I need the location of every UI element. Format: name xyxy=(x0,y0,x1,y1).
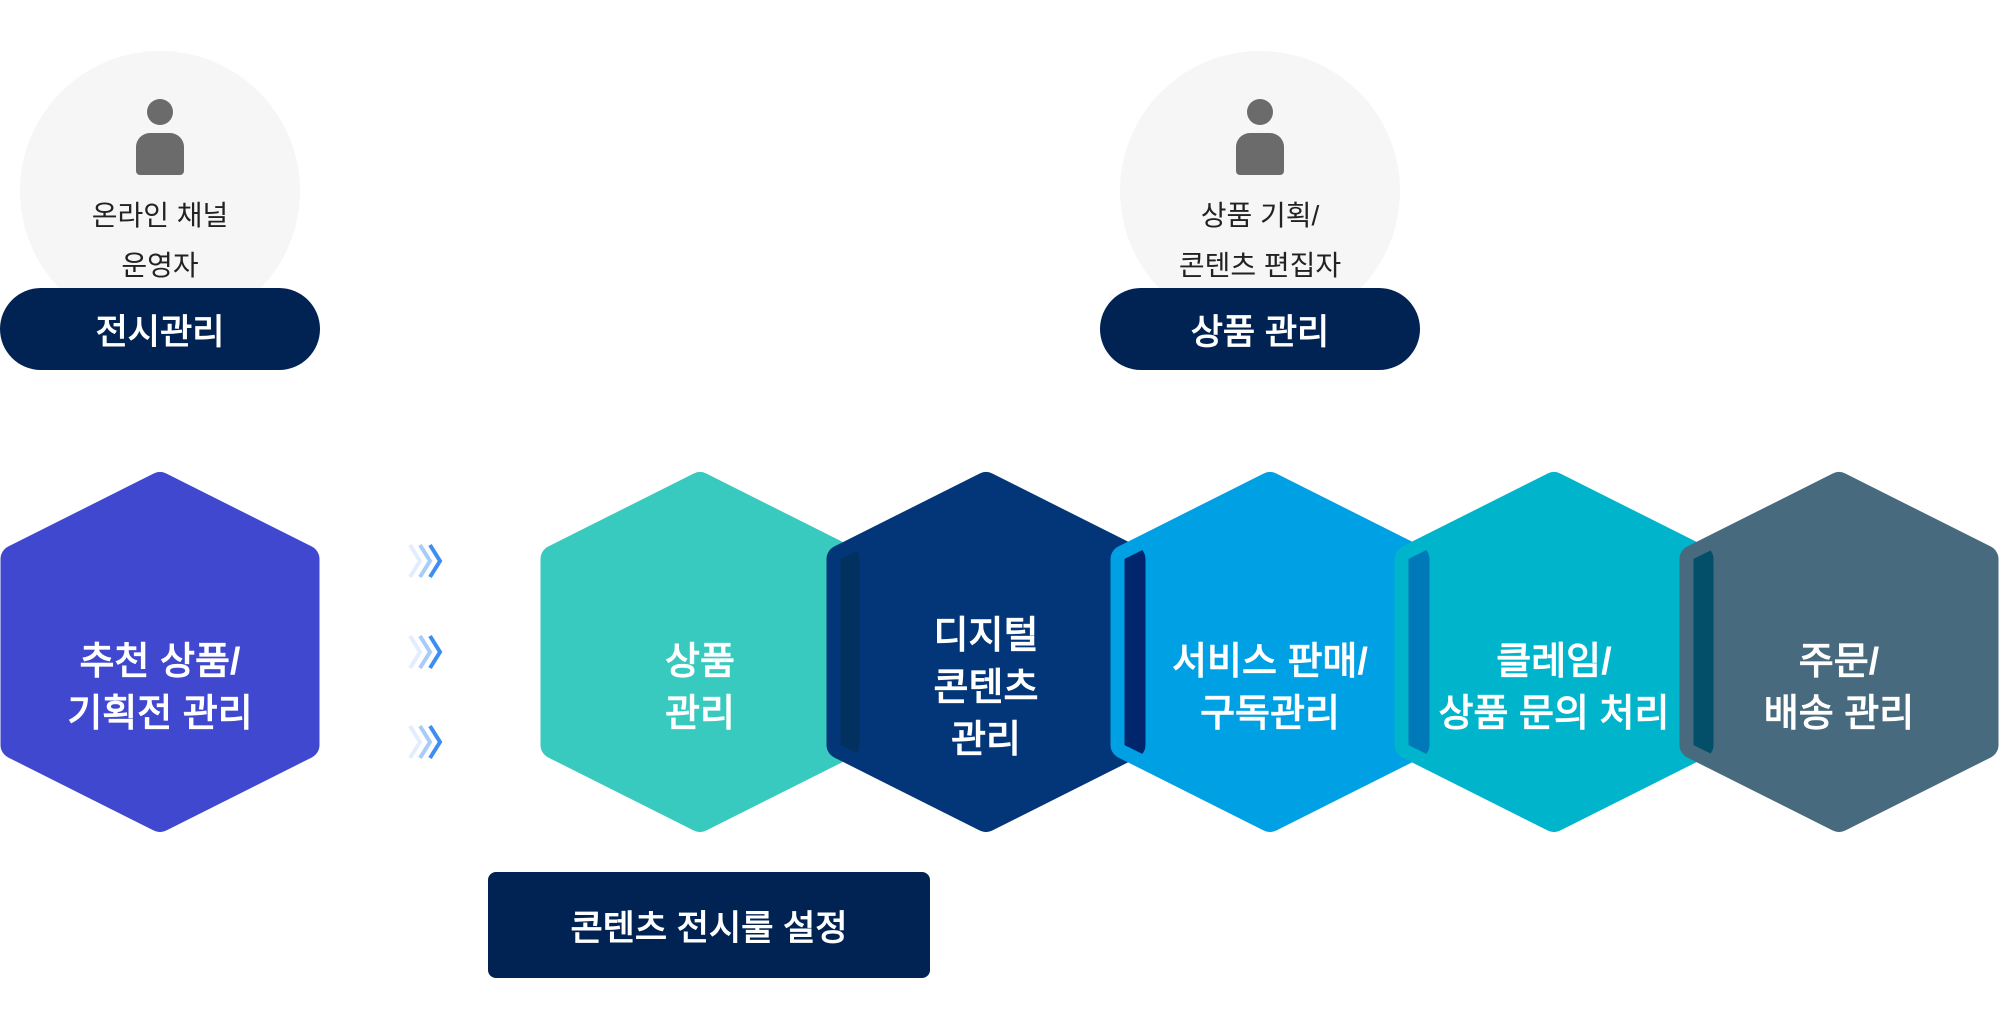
role-name-line2: 콘텐츠 편집자 xyxy=(1178,250,1342,281)
hexagon-0 xyxy=(0,472,320,832)
hexagon-overlap xyxy=(840,486,860,818)
hexagon-label: 서비스 판매/ 구독관리 xyxy=(1172,641,1368,735)
hexagon-label: 디지털 콘텐츠 관리 xyxy=(933,615,1039,761)
hexagon-label: 클레임/ 상품 문의 처리 xyxy=(1438,641,1670,735)
person-icon xyxy=(136,99,184,175)
triple-chevron-arrow-icon xyxy=(408,543,443,579)
hexagon-label: 상품 관리 xyxy=(665,641,735,735)
hexagon-overlap xyxy=(1408,486,1430,818)
hexagon-label: 추천 상품/ 기획전 관리 xyxy=(67,641,253,735)
display-management-pill: 전시관리 xyxy=(0,288,320,370)
role-name-line2: 운영자 xyxy=(121,250,199,281)
triple-chevron-arrow-icon xyxy=(408,634,443,670)
content-display-rule-box: 콘텐츠 전시룰 설정 xyxy=(488,872,930,978)
person-icon xyxy=(1236,99,1284,175)
hexagon-overlap xyxy=(1124,486,1146,818)
role-name-line1: 상품 기획/ xyxy=(1200,200,1320,231)
role-name-line1: 온라인 채널 xyxy=(91,200,229,231)
product-management-pill: 상품 관리 xyxy=(1100,288,1420,370)
hexagon-label: 주문/ 배송 관리 xyxy=(1763,641,1915,735)
role-circle-product-editor: 상품 기획/콘텐츠 편집자 xyxy=(1120,51,1400,331)
triple-chevron-arrow-icon xyxy=(408,724,443,760)
hexagon-overlap xyxy=(1693,486,1714,818)
